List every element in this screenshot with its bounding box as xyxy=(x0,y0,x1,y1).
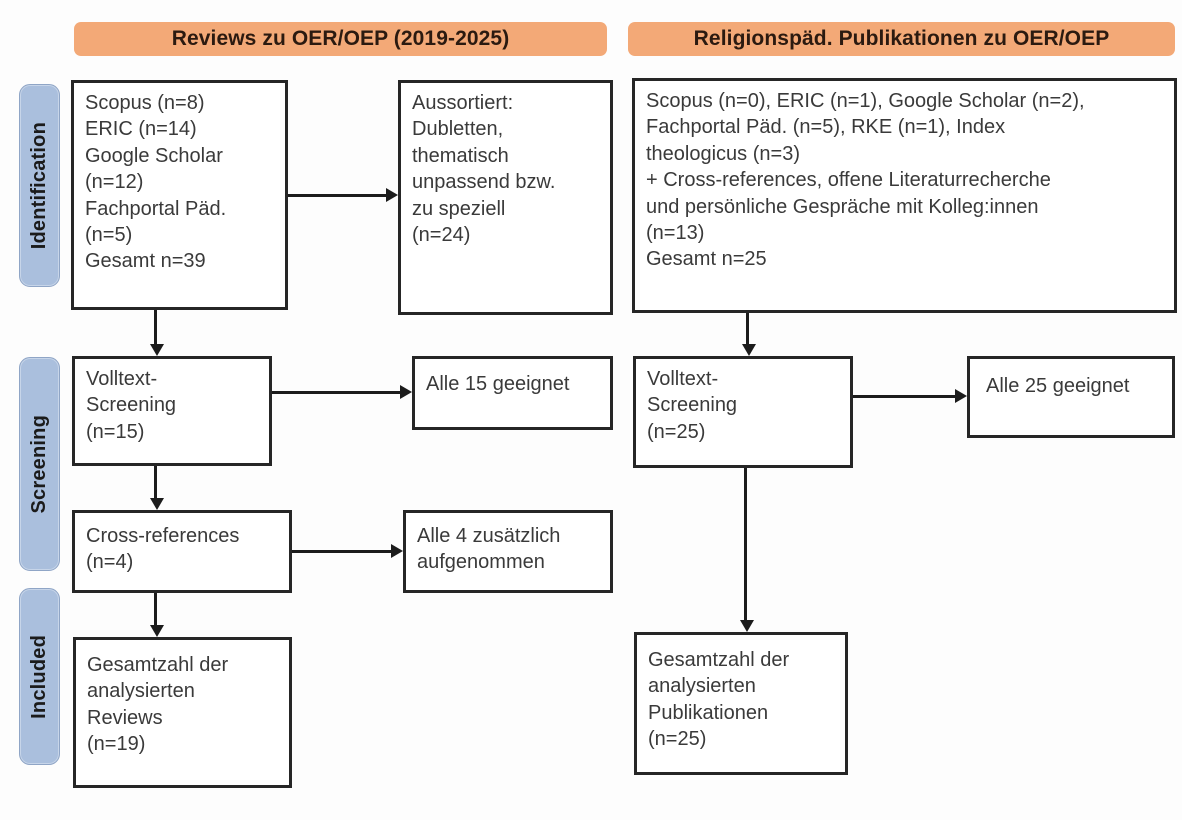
arrowhead-right-fulltext-to-result xyxy=(955,389,967,403)
arrowhead-left-fulltext-to-crossrefs xyxy=(150,498,164,510)
stage-pill-included: Included xyxy=(19,588,60,765)
text-line: (n=15) xyxy=(86,420,145,443)
column-header-reviews: Reviews zu OER/OEP (2019-2025) xyxy=(74,22,607,56)
text-line: Screening xyxy=(86,394,177,417)
text-line: (n=25) xyxy=(648,728,707,751)
connector-left-crossrefs-to-included xyxy=(154,593,157,625)
text-line: Aussortiert: xyxy=(412,92,514,114)
node-left-excluded: Aussortiert: Dubletten, thematisch unpas… xyxy=(398,80,613,315)
node-left-cross-references-result: Alle 4 zusätzlich aufgenommen xyxy=(403,510,613,593)
text-line: analysierten xyxy=(648,675,756,698)
stage-pill-screening: Screening xyxy=(19,357,60,571)
text-line: zu speziell xyxy=(412,197,506,220)
connector-right-fulltext-to-included xyxy=(744,468,747,620)
connector-right-sources-to-fulltext xyxy=(746,313,749,344)
node-left-identification-sources: Scopus (n=8) ERIC (n=14) Google Scholar … xyxy=(71,80,288,310)
text-line: Volltext- xyxy=(86,368,158,390)
text-line: Google Scholar xyxy=(85,144,223,167)
text-line: (n=13) xyxy=(646,221,705,244)
column-header-publikationen-label: Religionspäd. Publikationen zu OER/OEP xyxy=(693,27,1110,50)
connector-left-sources-to-fulltext xyxy=(154,310,157,344)
stage-label-screening: Screening xyxy=(28,414,50,514)
text-line: (n=5) xyxy=(85,223,133,246)
text-line: Scopus (n=8) xyxy=(85,92,205,114)
text-line: Gesamt n=25 xyxy=(646,248,767,271)
node-right-fulltext-result: Alle 25 geeignet xyxy=(967,356,1175,438)
column-header-reviews-label: Reviews zu OER/OEP (2019-2025) xyxy=(171,27,510,50)
text-line: aufgenommen xyxy=(417,551,545,574)
text-line: ERIC (n=14) xyxy=(85,118,197,141)
node-right-fulltext-screening: Volltext- Screening (n=25) xyxy=(633,356,853,468)
text-line: (n=12) xyxy=(85,171,144,194)
text-line: (n=19) xyxy=(87,733,146,756)
connector-left-fulltext-to-result xyxy=(272,391,400,394)
text-line: + Cross-references, offene Literaturrech… xyxy=(646,169,1051,192)
text-line: Screening xyxy=(647,394,738,417)
node-right-identification-sources: Scopus (n=0), ERIC (n=1), Google Scholar… xyxy=(632,78,1177,313)
node-left-included-total: Gesamtzahl der analysierten Reviews (n=1… xyxy=(73,637,292,788)
text-line: analysierten xyxy=(87,680,195,703)
node-right-included-total: Gesamtzahl der analysierten Publikatione… xyxy=(634,632,848,775)
text-line: Dubletten, xyxy=(412,118,504,141)
text-line: thematisch xyxy=(412,144,509,167)
text-line: Gesamt n=39 xyxy=(85,250,206,273)
node-left-fulltext-screening: Volltext- Screening (n=15) xyxy=(72,356,272,466)
text-line: Cross-references xyxy=(86,525,240,547)
arrowhead-left-crossrefs-to-result xyxy=(391,544,403,558)
text-line: Alle 25 geeignet xyxy=(986,375,1130,397)
arrowhead-left-sources-to-fulltext xyxy=(150,344,164,356)
text-line: und persönliche Gespräche mit Kolleg:inn… xyxy=(646,195,1039,218)
arrowhead-left-crossrefs-to-included xyxy=(150,625,164,637)
arrowhead-left-fulltext-to-result xyxy=(400,385,412,399)
text-line: Alle 15 geeignet xyxy=(426,373,570,395)
node-left-fulltext-result: Alle 15 geeignet xyxy=(412,356,613,430)
node-left-cross-references: Cross-references (n=4) xyxy=(72,510,292,593)
text-line: (n=24) xyxy=(412,223,471,246)
text-line: Gesamtzahl der xyxy=(87,654,229,676)
text-line: Gesamtzahl der xyxy=(648,649,790,671)
connector-left-crossrefs-to-result xyxy=(292,550,391,553)
column-header-publikationen: Religionspäd. Publikationen zu OER/OEP xyxy=(628,22,1175,56)
stage-label-included: Included xyxy=(28,634,50,719)
arrowhead-right-sources-to-fulltext xyxy=(742,344,756,356)
connector-left-fulltext-to-crossrefs xyxy=(154,466,157,498)
text-line: Publikationen xyxy=(648,701,769,724)
text-line: Reviews xyxy=(87,706,163,729)
text-line: Fachportal Päd. xyxy=(85,197,227,220)
connector-right-fulltext-to-result xyxy=(853,395,955,398)
connector-left-sources-to-excluded xyxy=(288,194,386,197)
text-line: Fachportal Päd. (n=5), RKE (n=1), Index xyxy=(646,116,1006,139)
text-line: Volltext- xyxy=(647,368,719,390)
text-line: (n=25) xyxy=(647,420,706,443)
text-line: Scopus (n=0), ERIC (n=1), Google Scholar… xyxy=(646,90,1085,112)
arrowhead-right-fulltext-to-included xyxy=(740,620,754,632)
text-line: (n=4) xyxy=(86,551,134,574)
arrowhead-left-sources-to-excluded xyxy=(386,188,398,202)
text-line: unpassend bzw. xyxy=(412,171,556,194)
text-line: theologicus (n=3) xyxy=(646,142,800,165)
stage-label-identification: Identification xyxy=(28,121,50,250)
stage-pill-identification: Identification xyxy=(19,84,60,287)
text-line: Alle 4 zusätzlich xyxy=(417,525,561,547)
